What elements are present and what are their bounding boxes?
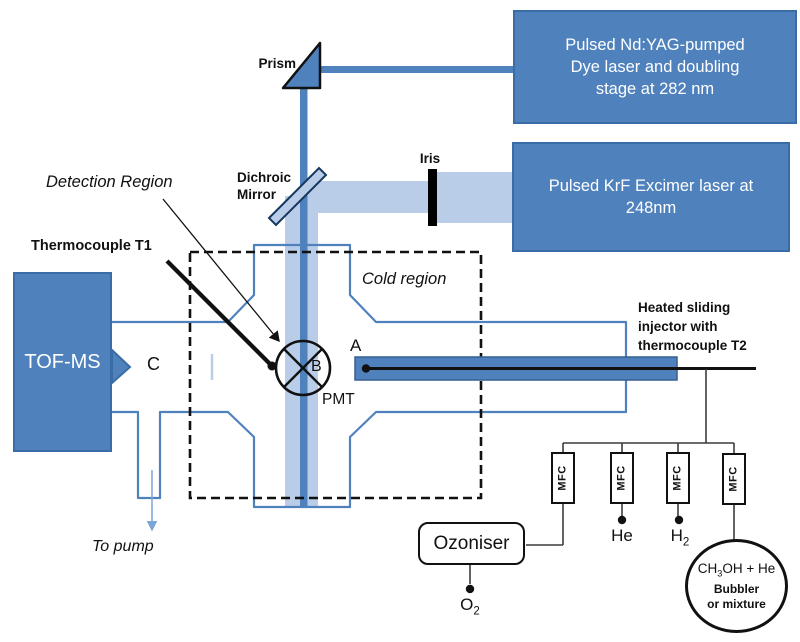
ozoniser-box: Ozoniser [418, 522, 525, 565]
mfc-4-label: MFC [728, 466, 741, 492]
excimer-laser-label-line2: 248nm [625, 199, 677, 217]
mfc-4: MFC [722, 453, 746, 505]
dichroic-mirror-shape [267, 166, 328, 227]
mfc-1: MFC [551, 452, 575, 504]
bubbler-label-line2: Bubbler [713, 582, 760, 597]
ozoniser-label: Ozoniser [433, 532, 510, 554]
detection-region-label: Detection Region [46, 173, 173, 191]
he-port-dot [617, 515, 627, 525]
dye-laser-label-line3: stage at 282 nm [595, 80, 715, 98]
tofms-box: TOF-MS [13, 272, 112, 452]
thermocouple-t1-label: Thermocouple T1 [31, 238, 152, 254]
iris-shape [428, 169, 437, 226]
excimer-laser-box: Pulsed KrF Excimer laser at 248nm [512, 142, 790, 252]
excimer-laser-label-line1: Pulsed KrF Excimer laser at [548, 177, 754, 195]
bubbler-circle: CH3OH + He Bubbler or mixture [685, 539, 788, 633]
dye-laser-box: Pulsed Nd:YAG-pumped Dye laser and doubl… [513, 10, 797, 124]
iris-label: Iris [419, 151, 441, 166]
bubbler-label-line3: or mixture [707, 597, 766, 612]
excimer-beam-narrow [300, 181, 436, 213]
cold-region-label: Cold region [362, 270, 447, 288]
mfc-3: MFC [666, 452, 690, 504]
detection-region-arrow [162, 198, 280, 343]
point-c-label: C [147, 354, 160, 374]
pmt-label: PMT [322, 391, 355, 408]
dichroic-mirror-label: Dichroic Mirror [237, 170, 292, 202]
pmt-cross-2 [283, 348, 323, 388]
heated-injector-label: Heated sliding injector with thermocoupl… [638, 300, 747, 353]
prism-shape [281, 41, 322, 90]
point-a-label: A [350, 336, 362, 355]
dye-laser-label-line2: Dye laser and doubling [570, 58, 740, 76]
dye-beam-horizontal [320, 66, 514, 73]
point-b-label: B [311, 358, 322, 375]
he-label: He [611, 526, 633, 545]
gas-lines [469, 369, 735, 584]
injector-tip-dot [361, 364, 371, 373]
vacuum-chamber-outline [112, 243, 628, 509]
bubbler-contents-label: CH3OH + He [697, 560, 776, 579]
mfc-2-label: MFC [616, 465, 629, 491]
h2-port-dot [674, 515, 684, 525]
thermocouple-t1-tip-dot [267, 361, 277, 371]
thermocouple-t1-probe [165, 259, 272, 366]
mfc-2: MFC [610, 452, 634, 504]
pmt-circle [274, 339, 332, 397]
h2-label: H2 [670, 526, 690, 549]
to-pump-label: To pump [92, 538, 154, 555]
o2-label: O2 [460, 595, 480, 618]
mfc-1-label: MFC [557, 465, 570, 491]
dye-laser-label-line1: Pulsed Nd:YAG-pumped [565, 36, 745, 54]
tofms-skimmer-cone [111, 347, 132, 386]
excimer-beam-wide [436, 172, 514, 223]
prism-label: Prism [258, 56, 296, 71]
o2-port-dot [465, 584, 475, 594]
tofms-label: TOF-MS [24, 350, 101, 373]
dye-beam-vertical [300, 87, 308, 507]
mfc-3-label: MFC [672, 465, 685, 491]
